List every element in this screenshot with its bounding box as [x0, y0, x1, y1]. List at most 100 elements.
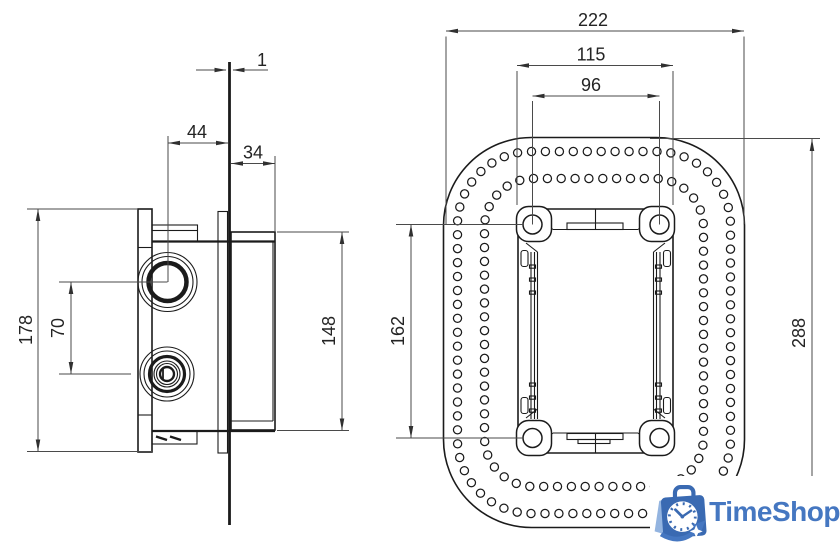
perforation-hole: [475, 488, 486, 498]
hole-ring-inner: [479, 173, 709, 492]
hole-ring-outer: [452, 146, 736, 519]
dim-label-overall-height-front: 288: [789, 318, 809, 348]
timeshop-logo: TimeShop: [650, 476, 840, 548]
rear-box: [230, 231, 276, 431]
perforation-hole: [666, 176, 677, 187]
perforation-hole: [698, 246, 709, 256]
perforation-hole: [608, 481, 618, 492]
perforation-hole: [584, 173, 594, 184]
dim-label-screw-spacing-v: 162: [388, 316, 408, 346]
perforation-hole: [452, 243, 463, 254]
perforation-hole: [625, 173, 636, 184]
perforation-hole: [725, 300, 736, 310]
dim-front-depth: 44: [167, 122, 228, 282]
perforation-hole: [479, 395, 490, 405]
perforation-hole: [635, 481, 646, 492]
perforation-hole: [623, 508, 634, 519]
perforation-hole: [679, 183, 689, 193]
perforation-hole: [698, 315, 709, 326]
perforation-hole: [725, 244, 736, 254]
perforation-hole: [499, 503, 509, 513]
perforation-hole: [452, 327, 463, 338]
perforation-hole: [479, 256, 490, 267]
timeshop-logo-icon: [654, 484, 707, 542]
perforation-hole: [725, 230, 736, 240]
perforation-hole: [538, 481, 549, 492]
logo-star-sparkle: [689, 524, 703, 538]
perforation-hole: [723, 202, 734, 213]
perforation-hole: [452, 285, 463, 296]
perforation-hole: [540, 146, 551, 157]
perforation-hole: [479, 422, 490, 433]
perforation-hole: [459, 465, 470, 476]
logo-text: TimeShop: [709, 496, 840, 527]
perforation-hole: [452, 397, 463, 407]
perforation-hole: [502, 181, 512, 191]
dim-label-overall-height-side: 178: [16, 315, 36, 345]
perforation-hole: [542, 173, 553, 184]
perforation-hole: [725, 397, 736, 408]
perforation-hole: [694, 453, 704, 464]
screw-mark: [169, 435, 182, 442]
perforation-hole: [698, 329, 709, 340]
perforation-hole: [452, 216, 463, 226]
template-plate: [442, 136, 746, 529]
perforation-hole: [452, 229, 463, 240]
perforation-hole: [479, 409, 490, 419]
side-clip: [520, 396, 529, 415]
perforation-hole: [486, 497, 497, 507]
side-clip: [662, 396, 672, 415]
perforation-hole: [452, 411, 463, 421]
dim-label-rear-depth: 34: [243, 143, 263, 163]
perforation-hole: [698, 385, 709, 395]
side-clip: [662, 249, 672, 268]
perforation-hole: [698, 218, 709, 229]
perforation-hole: [610, 146, 620, 157]
dim-rear-height: 148: [277, 231, 349, 431]
perforation-hole: [698, 288, 709, 298]
perforation-hole: [711, 177, 722, 188]
perforation-hole: [723, 453, 733, 463]
perforation-hole: [499, 151, 510, 162]
perforation-hole: [479, 312, 490, 322]
perforation-hole: [526, 508, 536, 519]
clock-center-dot: [680, 514, 685, 519]
perforation-hole: [554, 146, 565, 157]
dim-rear-depth: 34: [231, 143, 276, 232]
perforation-hole: [698, 301, 709, 312]
top-ledge: [151, 224, 199, 232]
perforation-hole: [515, 175, 525, 186]
perforation-hole: [596, 146, 606, 157]
dim-overall-height-side: 178: [16, 208, 152, 452]
perforation-hole: [568, 508, 578, 519]
dim-label-overall-width: 222: [578, 10, 608, 30]
screw-hole-bl: [522, 427, 543, 449]
dim-screw-spacing-h: 96: [532, 75, 660, 225]
perforation-hole: [725, 216, 736, 226]
perforation-hole: [479, 228, 490, 239]
dim-panel-thickness: 1: [196, 50, 268, 73]
bottom-step: [151, 430, 198, 445]
dim-bracket-width: 115: [516, 45, 674, 205]
perforation-hole: [554, 508, 564, 519]
perforation-hole: [568, 146, 579, 157]
perforation-hole: [459, 189, 470, 199]
perforation-hole: [479, 381, 490, 391]
left-rail: [528, 252, 537, 419]
screw-hole-br: [649, 427, 670, 449]
dim-overall-width: 222: [445, 10, 745, 224]
perforation-hole: [479, 325, 490, 336]
perforation-hole: [666, 148, 676, 158]
perforation-hole: [698, 357, 709, 367]
perforation-hole: [639, 173, 650, 184]
perforation-hole: [582, 508, 592, 519]
perforation-hole: [698, 232, 709, 243]
perforation-hole: [452, 425, 463, 435]
perforation-hole: [691, 158, 702, 168]
perforation-hole: [698, 426, 709, 437]
perforation-hole: [598, 173, 608, 184]
perforation-hole: [452, 341, 463, 351]
perforation-hole: [594, 481, 604, 492]
